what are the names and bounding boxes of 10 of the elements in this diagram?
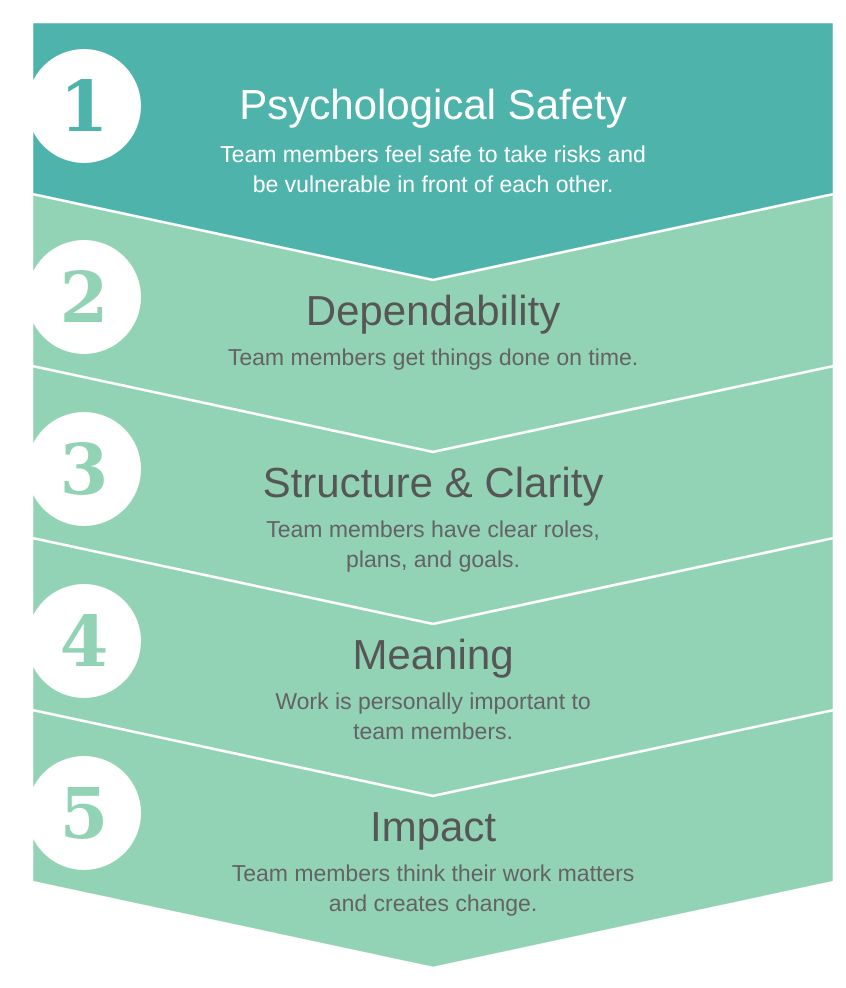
step-title: Impact	[370, 803, 496, 851]
step-description: Team members get things done on time.	[228, 343, 638, 372]
step-description: Team members feel safe to take risks and be vulnerable in front of each other.	[219, 140, 647, 199]
step-title: Psychological Safety	[239, 81, 627, 129]
step-title: Meaning	[352, 631, 514, 679]
step-description: Team members think their work matters and creates change.	[230, 859, 636, 918]
step-title: Structure & Clarity	[262, 459, 604, 507]
step-description: Team members have clear roles, plans, and goals.	[265, 515, 601, 574]
step-description: Work is personally important to team members.	[274, 687, 592, 746]
step-title: Dependability	[306, 287, 560, 335]
